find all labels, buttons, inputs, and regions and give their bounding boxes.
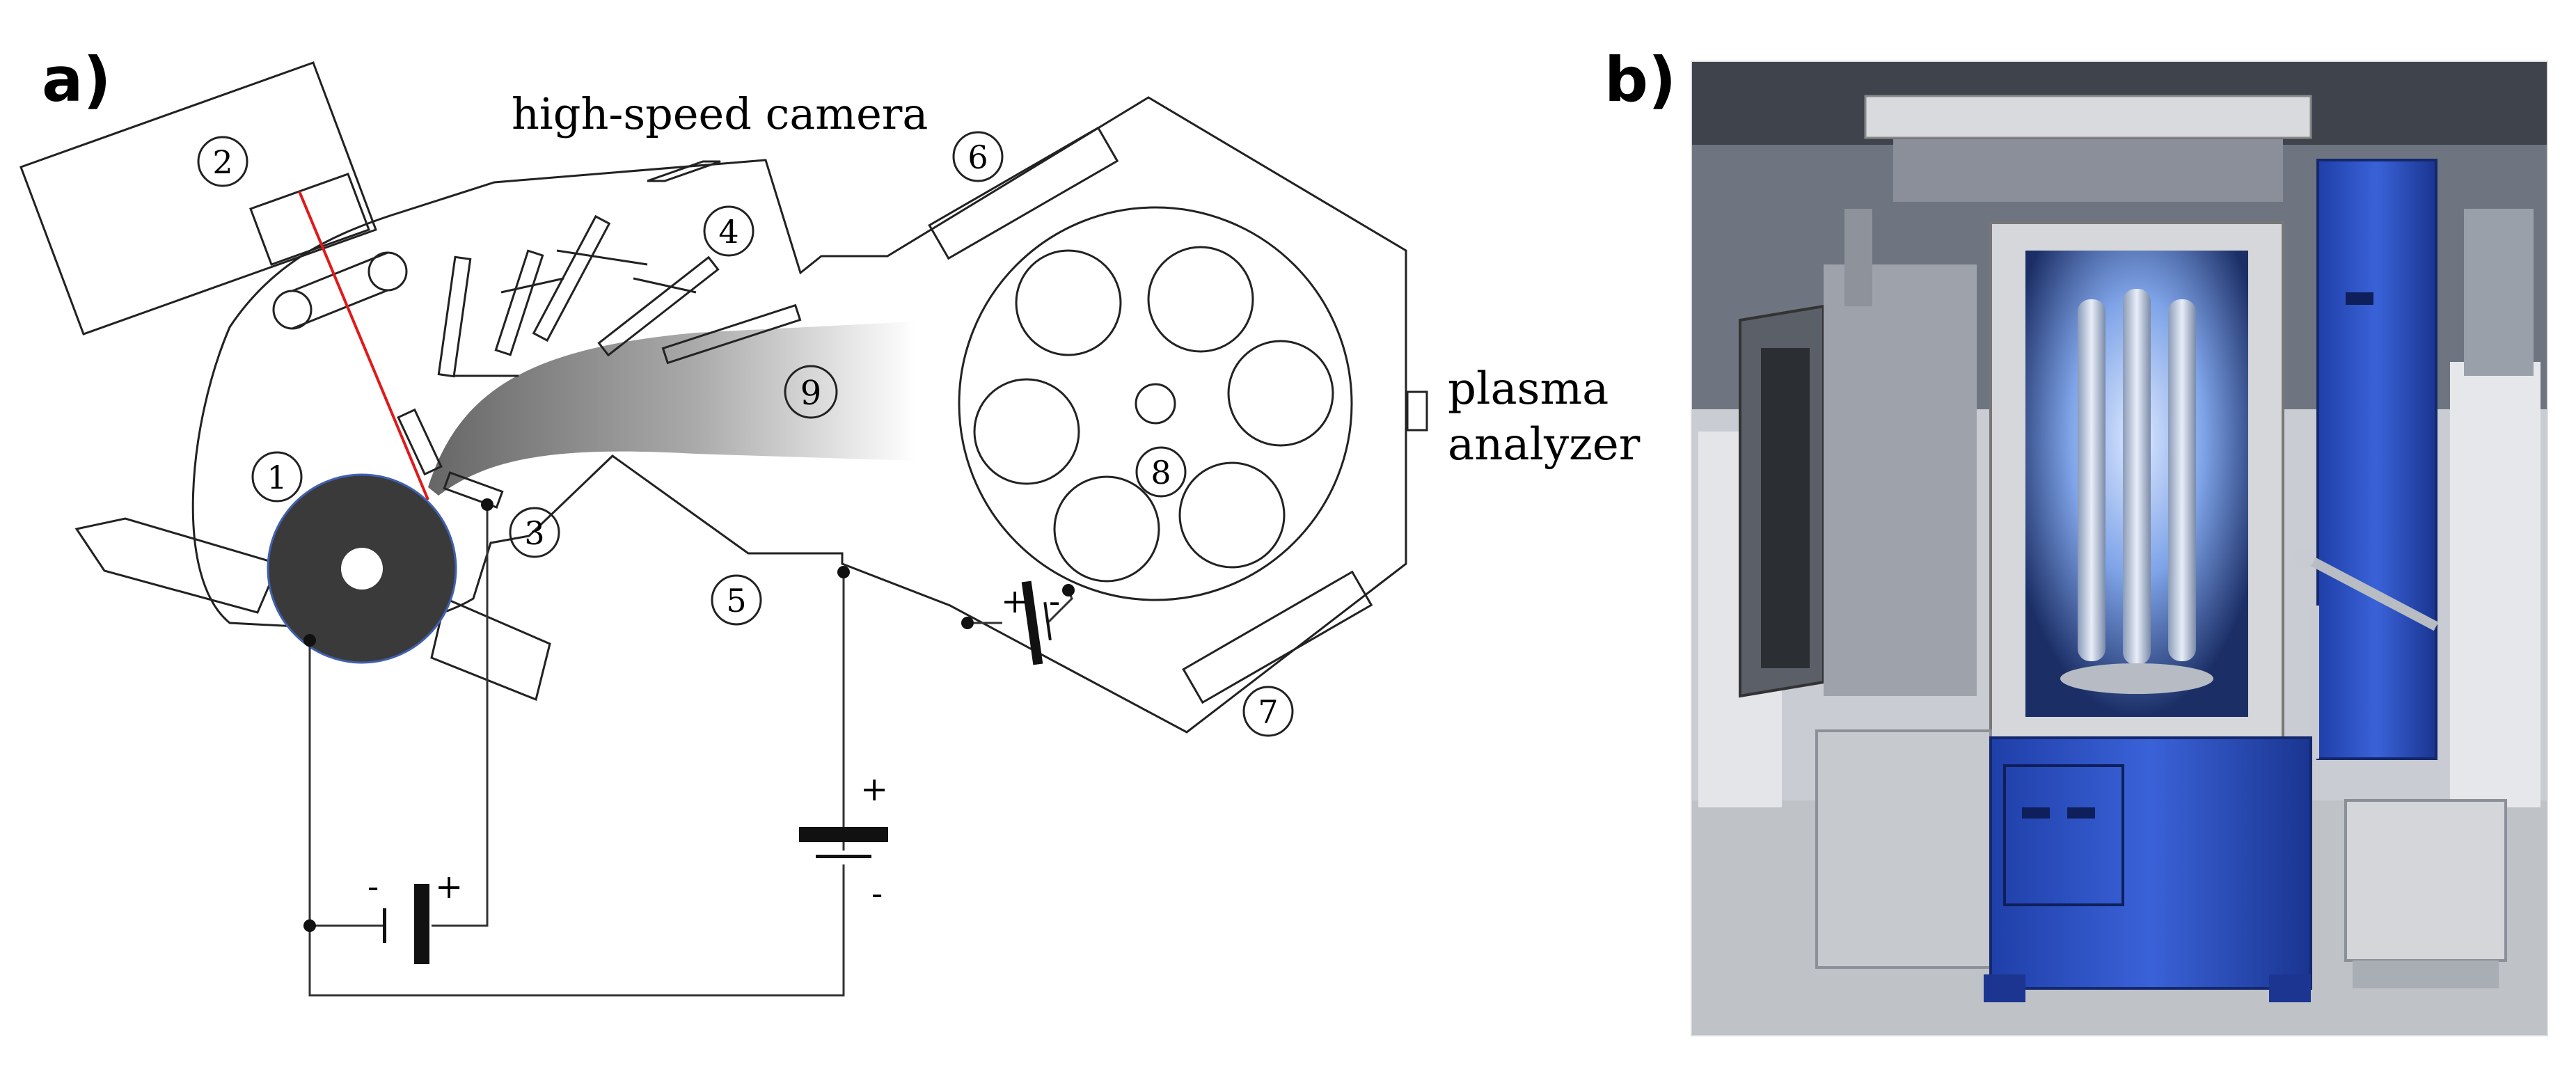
marker-6: 6 <box>952 131 1004 182</box>
svg-text:3: 3 <box>524 514 544 552</box>
svg-text:5: 5 <box>726 582 746 619</box>
substrate-carousel <box>958 206 1353 601</box>
camera-label: high-speed camera <box>512 88 928 139</box>
shield-plates <box>437 214 802 378</box>
analyzer-label-line1: plasma <box>1448 363 1609 415</box>
analyzer-label-line2: analyzer <box>1448 419 1641 471</box>
marker-3: 3 <box>509 507 560 558</box>
camera-window <box>647 160 721 182</box>
viewport-7 <box>1182 570 1373 704</box>
target-arm-right <box>430 596 551 702</box>
roller-belt <box>292 251 388 330</box>
probe-plate <box>443 471 504 509</box>
polarity-minus-right: - <box>1049 582 1060 621</box>
battery-bottom <box>383 884 429 964</box>
polarity-minus-bottom: - <box>368 867 379 906</box>
polarity-plus-bottom: + <box>435 867 463 906</box>
svg-text:8: 8 <box>1151 454 1171 491</box>
panel-label-b: b) <box>1604 44 1676 116</box>
battery-right <box>1021 580 1052 665</box>
svg-text:2: 2 <box>212 143 232 181</box>
circuit-wires <box>308 505 1073 997</box>
marker-8: 8 <box>1135 446 1187 498</box>
laser-housing <box>19 61 377 335</box>
chamber-outline <box>191 96 1407 734</box>
marker-4: 4 <box>703 205 754 257</box>
viewport-6 <box>928 126 1119 260</box>
shutter <box>397 408 443 476</box>
marker-1: 1 <box>251 451 303 503</box>
svg-text:4: 4 <box>718 213 738 251</box>
svg-text:7: 7 <box>1258 693 1278 731</box>
marker-5: 5 <box>711 574 762 626</box>
panel-label-a: a) <box>42 44 111 116</box>
target-arm <box>74 517 280 614</box>
marker-7: 7 <box>1242 686 1294 737</box>
marker-9: 9 <box>784 365 838 419</box>
polarity-plus-right: + <box>1001 582 1029 621</box>
target-hole <box>341 548 383 590</box>
wire-nodes <box>303 498 1075 932</box>
polarity-plus-center: + <box>860 770 888 809</box>
machine-photo <box>1691 61 2548 1036</box>
svg-text:1: 1 <box>267 459 287 496</box>
marker-2: 2 <box>197 136 248 187</box>
svg-text:6: 6 <box>967 139 988 176</box>
polarity-minus-center: - <box>871 874 883 913</box>
laser-beam <box>298 191 429 500</box>
battery-center <box>799 827 888 858</box>
analyzer-port <box>1406 390 1428 432</box>
plasma-plume <box>428 322 915 496</box>
svg-text:9: 9 <box>800 374 822 413</box>
